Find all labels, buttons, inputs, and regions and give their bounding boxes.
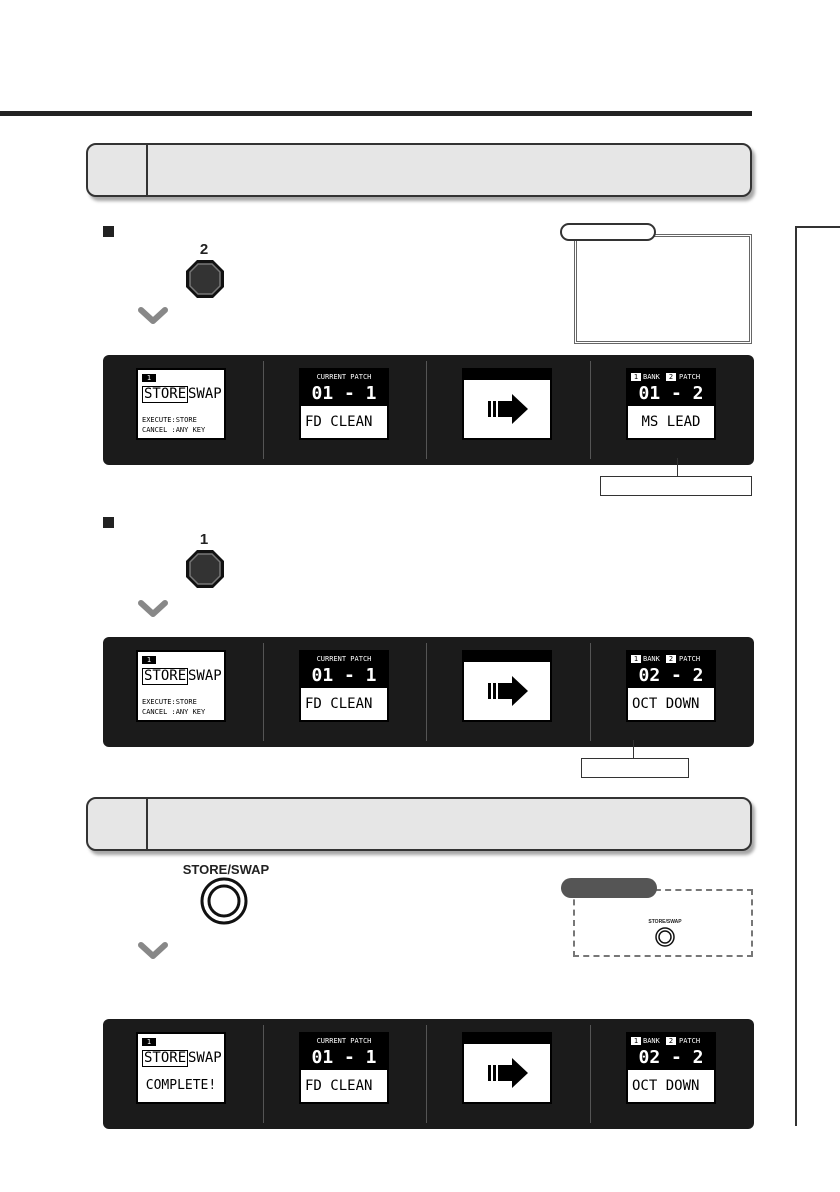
lcd-store-mode: 1 STORE SWAP EXECUTE:STORE CANCEL :ANY K… [136, 650, 226, 722]
chevron-down-icon [138, 600, 168, 617]
display-sequence-c: 1 STORE SWAP COMPLETE! CURRENT PATCH 01 … [103, 1019, 754, 1129]
arrow-right-icon [488, 394, 528, 424]
step-number-cell [88, 145, 148, 195]
side-index-frame [795, 226, 840, 1126]
section-bullet-a [103, 226, 114, 237]
lcd-arrow [462, 1032, 552, 1104]
lcd-target-patch: 1 BANK 2 PATCH 02 - 2 OCT DOWN [626, 650, 716, 722]
callout-label-b [581, 758, 689, 778]
display-sequence-b: 1 STORE SWAP EXECUTE:STORE CANCEL :ANY K… [103, 637, 754, 747]
callout-line-a [677, 458, 678, 476]
header-rule [0, 111, 752, 116]
lcd-current-patch: CURRENT PATCH 01 - 1 FD CLEAN [299, 368, 389, 440]
lcd-target-patch: 1 BANK 2 PATCH 02 - 2 OCT DOWN [626, 1032, 716, 1104]
store-swap-button-icon[interactable] [200, 877, 248, 925]
lcd-arrow [462, 650, 552, 722]
lcd-store-complete: 1 STORE SWAP COMPLETE! [136, 1032, 226, 1104]
store-swap-small-icon [655, 927, 675, 947]
callout-line-b [633, 740, 634, 758]
step-box-2 [86, 797, 752, 851]
chevron-down-icon [138, 942, 168, 959]
lcd-current-patch: CURRENT PATCH 01 - 1 FD CLEAN [299, 1032, 389, 1104]
note-box [574, 234, 752, 344]
store-swap-label: STORE/SWAP [182, 862, 270, 877]
arrow-right-icon [488, 676, 528, 706]
store-swap-small-label: STORE/SWAP [648, 919, 682, 925]
step-number-cell [88, 799, 148, 849]
lcd-store-mode: 1 STORE SWAP EXECUTE:STORE CANCEL :ANY K… [136, 368, 226, 440]
lcd-target-patch: 1 BANK 2 PATCH 01 - 2 MS LEAD [626, 368, 716, 440]
section-bullet-b [103, 517, 114, 528]
pedal-2-label: 2 [199, 241, 209, 258]
pedal-1-label: 1 [199, 531, 209, 548]
lcd-arrow [462, 368, 552, 440]
step-box-1 [86, 143, 752, 197]
chevron-down-icon [138, 307, 168, 324]
lcd-current-patch: CURRENT PATCH 01 - 1 FD CLEAN [299, 650, 389, 722]
arrow-right-icon [488, 1058, 528, 1088]
hint-tab [561, 878, 657, 898]
callout-label-a [600, 476, 752, 496]
display-sequence-a: 1 STORE SWAP EXECUTE:STORE CANCEL :ANY K… [103, 355, 754, 465]
footswitch-1-icon[interactable] [183, 547, 227, 591]
hint-box: STORE/SWAP [573, 889, 753, 957]
note-tab [560, 223, 656, 241]
footswitch-2-icon[interactable] [183, 257, 227, 301]
